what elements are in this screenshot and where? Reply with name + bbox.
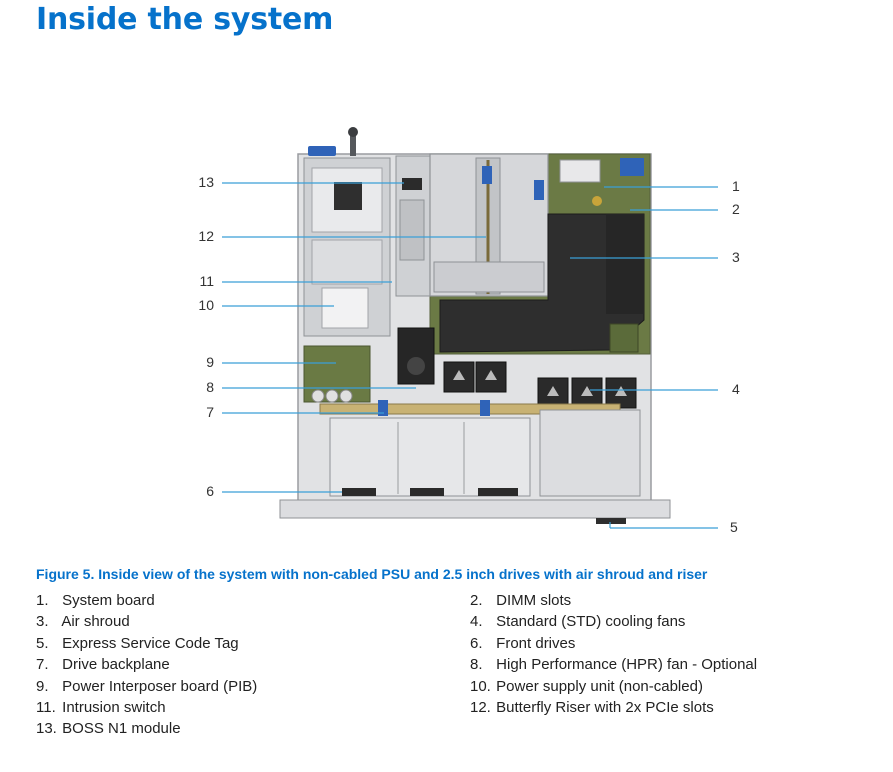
system-diagram	[222, 127, 718, 529]
callout-7: 7	[206, 404, 214, 420]
callout-1: 1	[732, 178, 740, 194]
callout-13: 13	[198, 174, 214, 190]
callout-10: 10	[198, 297, 214, 313]
callout-5: 5	[730, 519, 738, 535]
legend-item: 4. Standard (STD) cooling fans	[470, 613, 686, 631]
callout-4: 4	[732, 381, 740, 397]
legend-item: 12. Butterfly Riser with 2x PCIe slots	[470, 698, 714, 716]
legend-item: 6. Front drives	[470, 634, 576, 652]
legend-item: 5. Express Service Code Tag	[36, 634, 239, 652]
legend-item: 7. Drive backplane	[36, 656, 170, 674]
legend-item: 9. Power Interposer board (PIB)	[36, 677, 258, 695]
legend-item: 8. High Performance (HPR) fan - Optional	[470, 656, 758, 674]
legend-item: 3. Air shroud	[36, 613, 130, 631]
callout-3: 3	[732, 249, 740, 265]
callout-6: 6	[206, 483, 214, 499]
legend-item: 1. System board	[36, 592, 155, 609]
component-legend: 1. System board 2. DIMM slots 3. Air shr…	[36, 590, 816, 740]
callout-2: 2	[732, 201, 740, 217]
callout-8: 8	[206, 379, 214, 395]
legend-item: 13. BOSS N1 module	[36, 720, 181, 738]
figure-caption: Figure 5. Inside view of the system with…	[36, 566, 708, 582]
legend-item: 10. Power supply unit (non-cabled)	[470, 677, 703, 695]
callout-9: 9	[206, 354, 214, 370]
legend-item: 11. Intrusion switch	[36, 698, 166, 716]
legend-item: 2. DIMM slots	[470, 592, 572, 609]
page-title: Inside the system	[36, 2, 334, 37]
callout-11: 11	[199, 273, 214, 289]
callout-12: 12	[198, 228, 214, 244]
